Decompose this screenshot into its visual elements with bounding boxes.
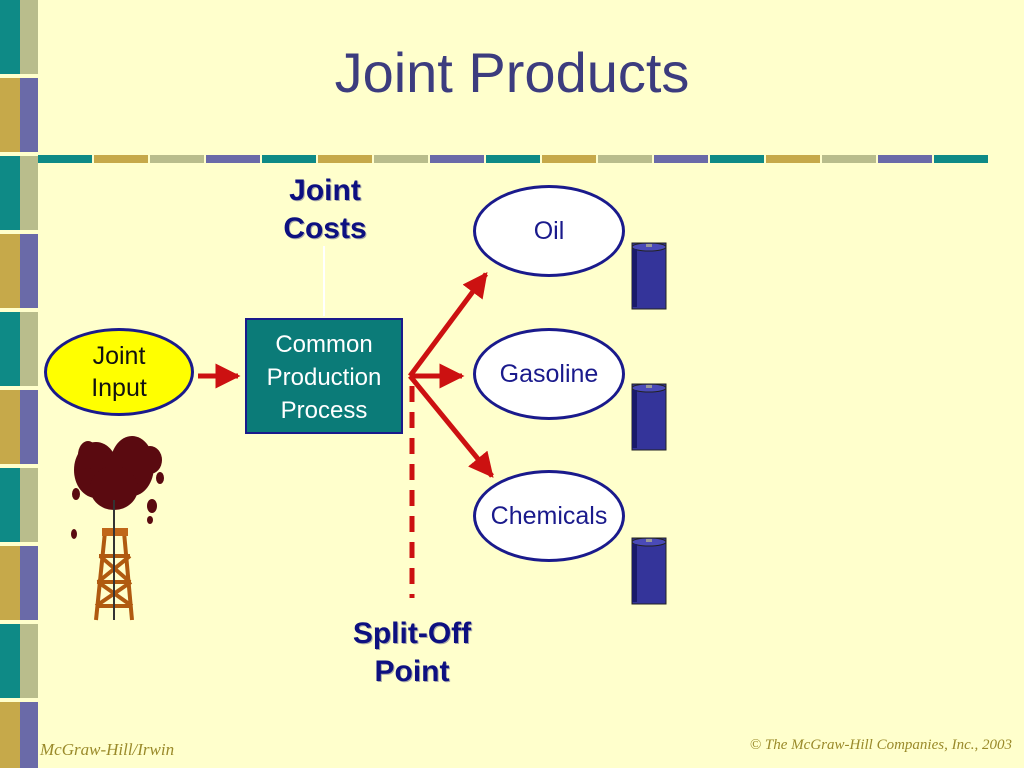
footer-copyright: © The McGraw-Hill Companies, Inc., 2003 [749,737,1012,753]
common-production-process-box: Common Production Process [245,318,403,434]
footer-publisher: McGraw-Hill/Irwin [40,740,175,759]
barrel-icon-gasoline [631,383,667,451]
slide-title: Joint Products [334,41,690,104]
barrel-icon-oil [631,242,667,310]
joint-input-node: Joint Input [44,328,194,416]
process-to-oil-arrow [407,271,489,378]
left-decorative-bar [0,0,38,768]
oil-derrick-icon [71,436,164,621]
product-chemicals: Chemicals [473,470,625,562]
split-off-point-label: Split-Off Point [352,617,472,688]
joint-costs-label: Joint Costs [283,174,367,245]
divider-stripe [38,155,988,163]
product-gasoline: Gasoline [473,328,625,420]
product-oil: Oil [473,185,625,277]
barrel-icon-chemicals [631,537,667,605]
process-to-chemicals-arrow [408,374,494,478]
